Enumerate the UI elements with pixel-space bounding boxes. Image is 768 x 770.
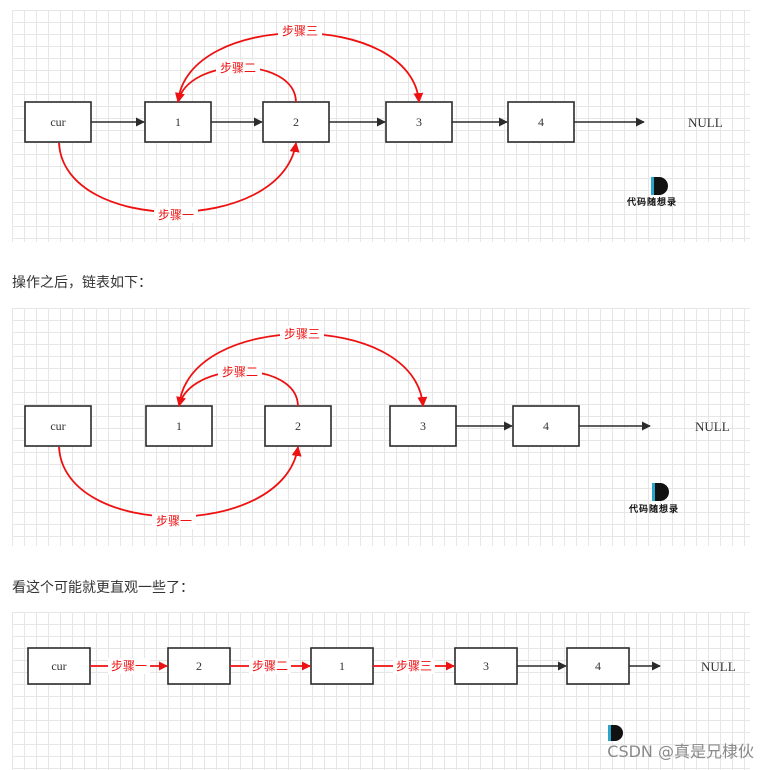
node-1: 1: [310, 647, 374, 685]
node-4: 4: [566, 647, 630, 685]
node-1-label: 1: [175, 115, 181, 129]
step-three-arrow: [177, 32, 424, 103]
node-1: 1: [145, 405, 213, 447]
node-3-label: 3: [416, 115, 422, 129]
node-2: 2: [167, 647, 231, 685]
diagram-linear: cur 2 1 3 4 NULL 步骤一 步骤二 步骤三: [12, 612, 750, 770]
node-2-label: 2: [295, 419, 301, 433]
step-one-arrow: [58, 446, 302, 518]
logo: 代码随想录: [626, 177, 677, 208]
step-one-label: 步骤一: [111, 659, 147, 673]
node-4-label: 4: [595, 659, 601, 673]
node-3-label: 3: [483, 659, 489, 673]
node-4: 4: [512, 405, 580, 447]
node-3: 3: [385, 101, 453, 143]
node-2: 2: [264, 405, 332, 447]
step-two-label: 步骤二: [222, 365, 258, 379]
step-one-label: 步骤一: [158, 208, 194, 222]
node-cur-label: cur: [51, 659, 66, 673]
step-one-label: 步骤一: [156, 514, 192, 528]
node-cur-label: cur: [50, 419, 65, 433]
node-cur: cur: [27, 647, 91, 685]
diagram-before: cur 1 2 3 4 NULL 步骤一 步骤二: [12, 10, 750, 242]
csdn-watermark: CSDN @真是兄棣伙: [607, 742, 754, 761]
node-4-label: 4: [543, 419, 549, 433]
node-1: 1: [144, 101, 212, 143]
node-3-label: 3: [420, 419, 426, 433]
null-label: NULL: [688, 115, 723, 130]
node-2-label: 2: [293, 115, 299, 129]
node-2: 2: [262, 101, 330, 143]
caption-after: 操作之后，链表如下：: [12, 275, 152, 291]
node-cur: cur: [24, 405, 92, 447]
node-4-label: 4: [538, 115, 544, 129]
null-label: NULL: [695, 419, 730, 434]
step-three-label: 步骤三: [284, 327, 320, 341]
step-two-label: 步骤二: [252, 659, 288, 673]
logo: 代码随想录: [628, 483, 679, 515]
node-3: 3: [454, 647, 518, 685]
node-1-label: 1: [339, 659, 345, 673]
node-1-label: 1: [176, 419, 182, 433]
null-label: NULL: [701, 659, 736, 674]
node-3: 3: [389, 405, 457, 447]
step-one-arrow: [58, 142, 300, 213]
node-4: 4: [507, 101, 575, 143]
node-cur: cur: [24, 101, 92, 143]
step-three-label: 步骤三: [282, 24, 318, 38]
logo-text: 代码随想录: [626, 196, 677, 208]
step-three-arrow: [178, 333, 428, 407]
step-three-label: 步骤三: [396, 659, 432, 673]
diagram-after: cur 1 2 3 4 NULL 步骤一 步骤二 步骤三: [12, 308, 750, 546]
step-two-label: 步骤二: [220, 61, 256, 75]
node-2-label: 2: [196, 659, 202, 673]
caption-intuitive: 看这个可能就更直观一些了：: [12, 580, 194, 596]
logo-text: 代码随想录: [628, 503, 679, 515]
node-cur-label: cur: [50, 115, 65, 129]
logo: [608, 725, 623, 741]
